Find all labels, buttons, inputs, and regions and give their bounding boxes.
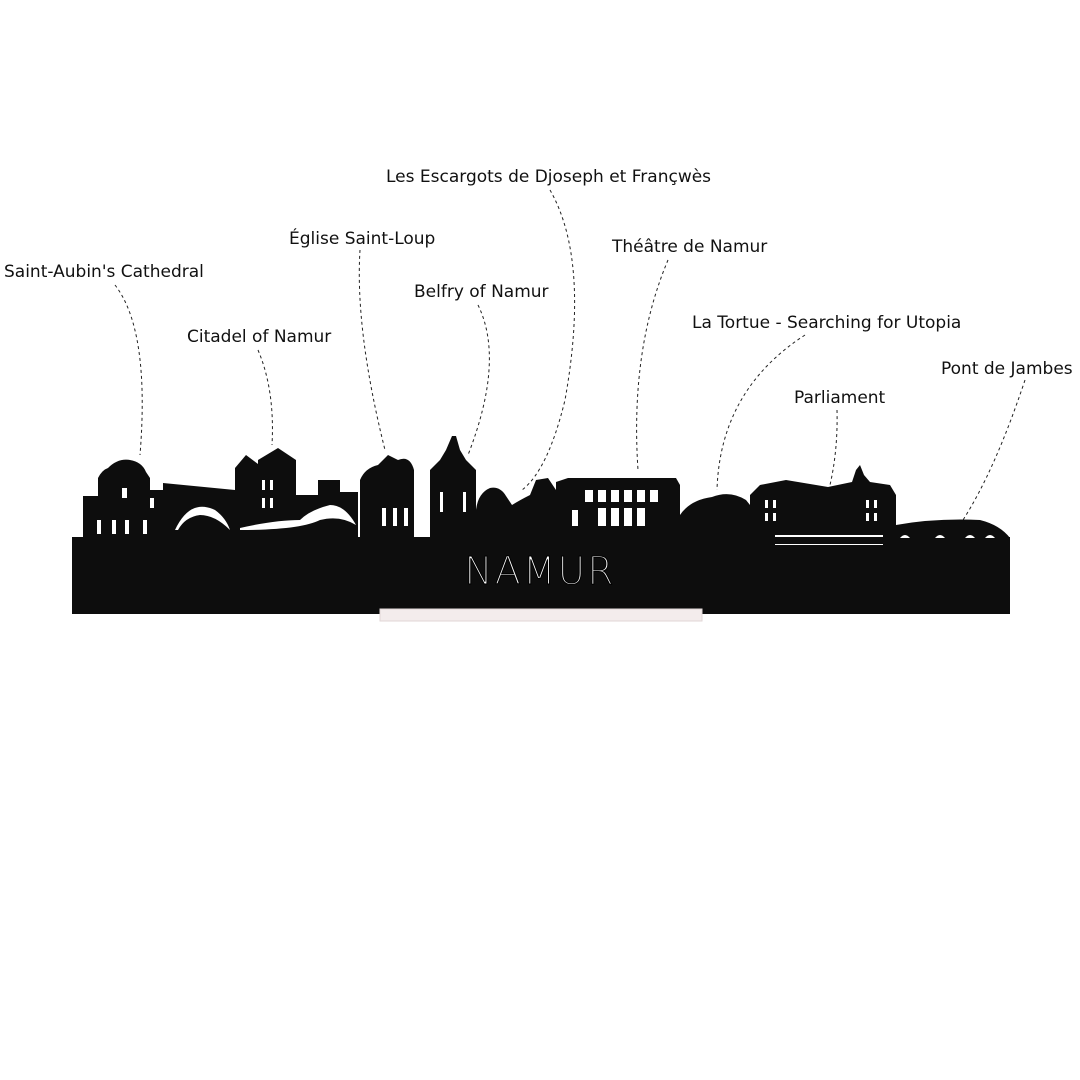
label-parliament: Parliament (794, 388, 886, 408)
skyline-silhouette (72, 436, 1010, 614)
leader-line-belfry (467, 304, 490, 456)
label-theatre: Théâtre de Namur (612, 237, 768, 257)
eglise-silhouette (360, 455, 414, 540)
leader-line-theatre (636, 259, 669, 471)
label-escargots: Les Escargots de Djoseph et Françwès (386, 167, 712, 187)
cathedral-silhouette (83, 459, 163, 540)
tortue-silhouette (680, 494, 750, 540)
escargots-silhouette (476, 478, 556, 540)
label-pont: Pont de Jambes (941, 359, 1073, 379)
leader-lines (114, 189, 1026, 521)
pont-silhouette (896, 519, 1010, 540)
parliament-silhouette (750, 465, 896, 540)
window-cutouts (97, 480, 995, 545)
label-belfry: Belfry of Namur (414, 282, 549, 302)
belfry-silhouette (430, 436, 476, 540)
label-citadel: Citadel of Namur (187, 327, 332, 347)
base-plate (72, 537, 1010, 614)
base-stand (379, 608, 703, 622)
leader-line-eglise (358, 249, 386, 451)
leader-line-parliament (829, 409, 838, 486)
leader-line-cathedral (114, 284, 143, 456)
label-tortue: La Tortue - Searching for Utopia (692, 313, 962, 333)
leader-line-pont (962, 379, 1026, 521)
city-name: NAMUR (464, 549, 616, 594)
leader-line-citadel (257, 349, 273, 446)
label-eglise: Église Saint-Loup (289, 229, 436, 249)
leader-line-tortue (716, 334, 806, 491)
leader-line-escargots (521, 189, 576, 491)
label-cathedral: Saint-Aubin's Cathedral (4, 262, 204, 282)
